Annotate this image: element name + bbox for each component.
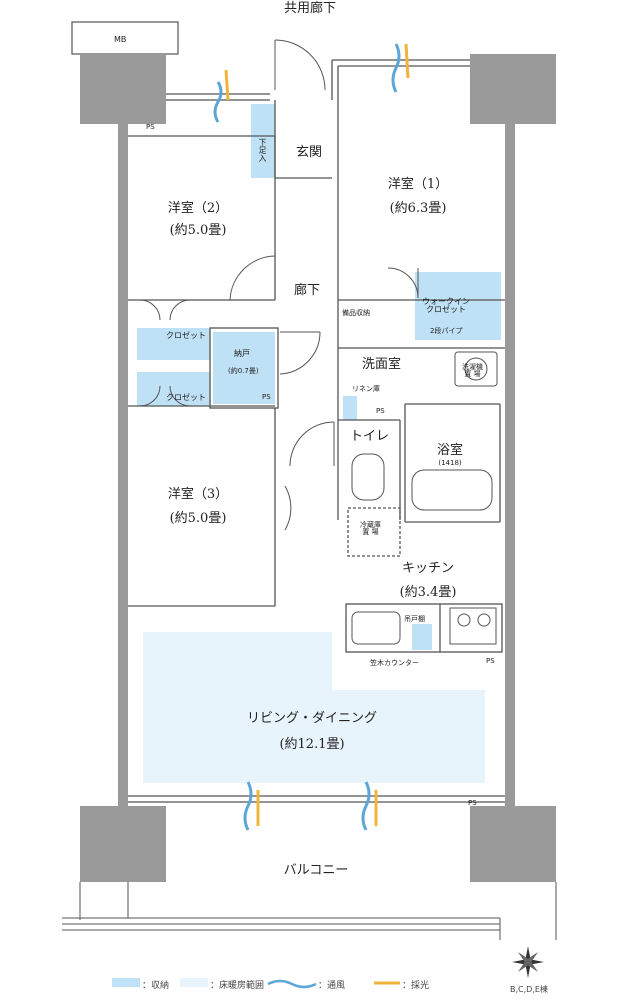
wall-left (118, 124, 128, 806)
kitchen-size: (約3.4畳) (399, 585, 457, 600)
room2-name: 洋室（2） (167, 201, 229, 216)
legend-floor-heating: ：床暖房範囲 (210, 981, 265, 991)
ps-label-wash: PS (376, 407, 385, 415)
mb-box (71, 21, 179, 55)
ld-name: リビング・ダイニング (246, 711, 378, 726)
walk-in-closet-storage (415, 272, 501, 340)
closet-label-upper: クロゼット (166, 331, 206, 340)
floor-heating-area (143, 632, 485, 783)
mb-label: MB (114, 35, 127, 44)
closet-label-lower: クロゼット (166, 393, 206, 402)
storeroom-name: 納戸 (234, 349, 250, 358)
room1-name: 洋室（1） (387, 177, 449, 192)
ventilation-marks (213, 43, 401, 831)
legend-wind-swatch (267, 979, 317, 989)
bathroom-size: (1418) (438, 459, 462, 467)
ps-label-ld: PS (468, 799, 477, 807)
room3-size: (約5.0畳) (169, 511, 227, 526)
ld-size: (約12.1畳) (279, 737, 345, 752)
hallway-label: 廊下 (294, 283, 321, 298)
column-bottom-right (470, 806, 556, 882)
balcony-outline (62, 882, 557, 940)
room1-size: (約6.3畳) (389, 201, 447, 216)
shoe-box-label: 下足入 (258, 138, 267, 162)
supply-storage-label: 備品収納 (342, 309, 370, 317)
balcony-label: バルコニー (283, 863, 349, 878)
washroom-label: 洗面室 (362, 357, 402, 372)
building-label: B,C,D,E棟 (510, 985, 548, 994)
kitchen-name: キッチン (401, 561, 455, 576)
legend-storage-swatch (112, 978, 140, 987)
legend-storage: ：収納 (142, 981, 170, 991)
toilet-label: トイレ (350, 429, 390, 444)
room2-size: (約5.0畳) (169, 223, 227, 238)
storeroom-size: (約0.7畳) (228, 367, 259, 375)
legend-ventilation: ：通風 (318, 981, 346, 991)
daylight-marks (224, 43, 410, 826)
hanging-cabinet-label: 吊戸棚 (404, 615, 425, 623)
washing-machine-label: 洗濯機 置 場 (462, 363, 483, 378)
closet-storage-lower (137, 372, 210, 406)
legend-heating-swatch (180, 978, 208, 987)
legend-daylight: ：採光 (402, 981, 430, 991)
ps-label-storeroom: PS (262, 393, 271, 401)
linen-storage (343, 396, 357, 420)
pipe-label: 2段パイプ (430, 327, 463, 335)
wall-right (505, 124, 515, 806)
bathroom-name: 浴室 (436, 443, 464, 458)
entrance-label: 玄関 (296, 145, 323, 160)
counter-label: 笠木カウンター (370, 659, 419, 667)
ps-label-top: PS (146, 123, 155, 131)
walls (128, 59, 505, 803)
doors (139, 39, 419, 531)
storeroom-storage (213, 332, 275, 404)
ps-label-kitchen: PS (486, 657, 495, 665)
compass-icon (512, 946, 544, 978)
column-top-left (80, 54, 166, 124)
column-top-right (470, 54, 556, 124)
fixtures (351, 351, 498, 645)
corridor-label: 共用廊下 (283, 1, 337, 16)
column-bottom-left (80, 806, 166, 882)
kitchen-cabinet-storage (412, 624, 432, 650)
walk-in-closet-label: ウォークイン クロゼット (422, 297, 470, 314)
room3-name: 洋室（3） (167, 487, 229, 502)
shoe-box-storage (251, 104, 275, 178)
fridge-label: 冷蔵庫 置 場 (360, 521, 381, 536)
linen-storage-label: リネン庫 (352, 385, 380, 393)
closet-storage-upper (137, 328, 210, 360)
